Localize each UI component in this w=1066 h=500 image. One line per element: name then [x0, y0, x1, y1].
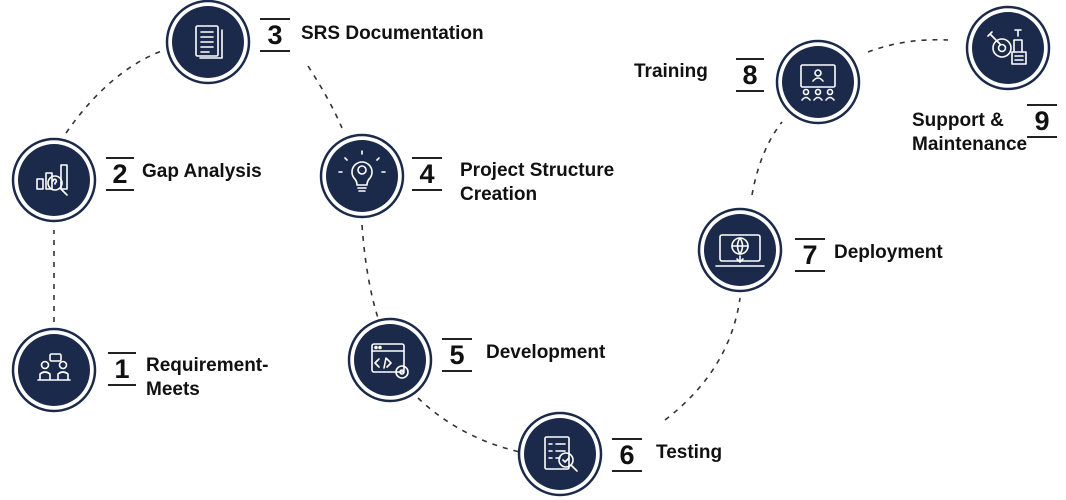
- connector-3-4: [307, 65, 343, 129]
- node-fill: [354, 324, 426, 396]
- connector-5-6: [417, 397, 521, 453]
- step-9-node: [965, 5, 1051, 91]
- monitor-globe-icon: [715, 234, 765, 267]
- analysis-icon: [36, 164, 68, 196]
- code-window-icon: [371, 343, 409, 379]
- connector-6-7: [664, 297, 741, 421]
- meeting-icon: [37, 353, 71, 381]
- maintenance-tools-icon: [987, 29, 1027, 65]
- step-3-node: [165, 0, 251, 85]
- node-fill: [782, 46, 854, 118]
- document-icon: [195, 25, 223, 59]
- node-fill: [326, 140, 398, 212]
- step-1-node: [11, 327, 97, 413]
- connector-4-5: [361, 224, 379, 319]
- node-fill: [704, 214, 776, 286]
- node-fill: [972, 12, 1044, 84]
- node-fill: [18, 334, 90, 406]
- connector-8-9: [867, 38, 949, 53]
- presentation-icon: [800, 64, 836, 101]
- step-8-node: [775, 39, 861, 125]
- step-7-node: [697, 207, 783, 293]
- lightbulb-gear-icon: [338, 150, 386, 192]
- step-5-node: [347, 317, 433, 403]
- step-4-node: [319, 133, 405, 219]
- step-2-node: [11, 137, 97, 223]
- connector-7-8: [751, 121, 783, 196]
- step-6-node: [517, 411, 603, 497]
- checklist-magnifier-icon: [544, 436, 578, 472]
- connector-2-3: [65, 49, 165, 134]
- node-fill: [524, 418, 596, 490]
